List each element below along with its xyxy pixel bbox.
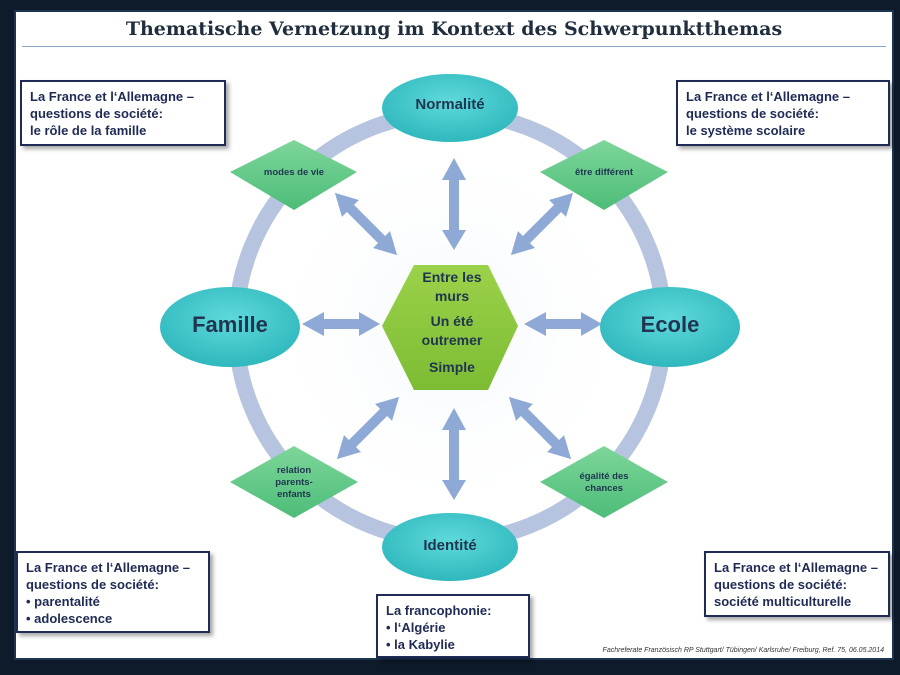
center-hexagon — [382, 265, 518, 390]
node-ecole-label: Ecole — [640, 312, 700, 337]
title-divider — [22, 46, 886, 47]
node-famille — [160, 287, 300, 367]
node-ecole — [600, 287, 740, 367]
arrow-center-top-right — [510, 192, 574, 256]
slide-frame: Thematische Vernetzung im Kontext des Sc… — [14, 10, 894, 660]
arrow-center-bottom-left — [336, 396, 400, 460]
node-identite-label: Identité — [423, 537, 477, 554]
node-normalite — [382, 74, 518, 142]
center-line-outremer: outremer — [421, 332, 483, 348]
diamond-etre-different — [540, 140, 668, 210]
arrow-center-bottom-right — [508, 396, 572, 460]
box-parentalite-adolescence: La France et l‘Allemagne – questions de … — [16, 551, 210, 633]
box-francophonie: La francophonie: • l‘Algérie • la Kabyli… — [376, 594, 530, 658]
diamond-egalite-des-chances-label: égalité des chances — [579, 471, 629, 494]
source-citation: Fachreferate Französisch RP Stuttgart/ T… — [602, 647, 884, 654]
diamond-modes-de-vie-label: modes de vie — [263, 167, 325, 178]
thematic-diagram — [160, 74, 740, 581]
center-line-entre-les: Entre les — [422, 269, 482, 285]
box-role-famille: La France et l‘Allemagne – questions de … — [20, 80, 226, 146]
diamond-egalite-des-chances — [540, 446, 668, 518]
node-normalite-label: Normalité — [415, 96, 485, 113]
arrow-center-right — [524, 312, 602, 336]
center-line-murs: murs — [434, 288, 470, 304]
diamond-relation-parents-enfants — [230, 446, 358, 518]
node-identite — [382, 513, 518, 581]
box-systeme-scolaire: La France et l‘Allemagne – questions de … — [676, 80, 890, 146]
diamond-relation-parents-enfants-label: relation parents- enfants — [275, 465, 313, 500]
arrow-center-top-left — [334, 192, 398, 256]
box-societe-multiculturelle: La France et l‘Allemagne – questions de … — [704, 551, 890, 617]
center-line-simple: Simple — [429, 359, 475, 375]
slide-title: Thematische Vernetzung im Kontext des Sc… — [125, 18, 783, 40]
arrow-center-bottom — [442, 408, 466, 500]
arrow-center-left — [302, 312, 380, 336]
center-hexagon-label: Entre les murs Un été outremer Simple — [392, 268, 512, 377]
node-famille-label: Famille — [192, 312, 268, 337]
arrow-center-top — [442, 158, 466, 250]
diamond-etre-different-label: être différent — [574, 167, 634, 178]
center-line-un-ete: Un été — [430, 313, 474, 329]
diamond-modes-de-vie — [230, 140, 357, 210]
